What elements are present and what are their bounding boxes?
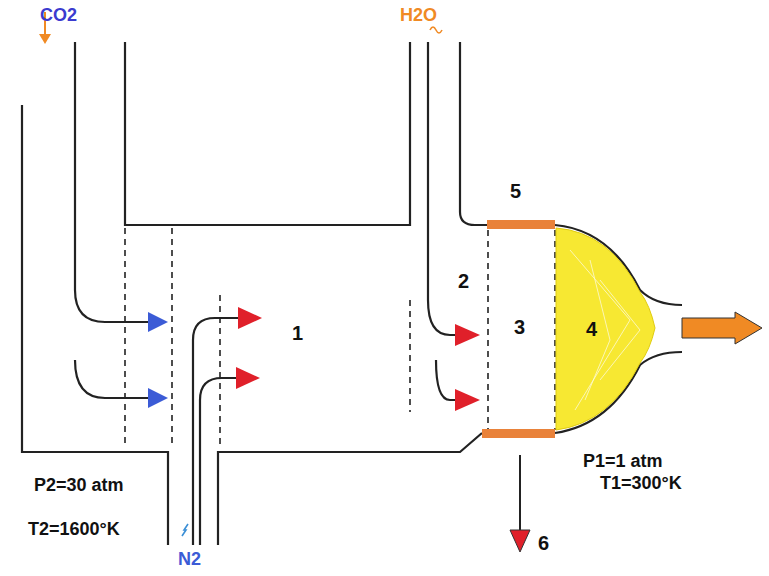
gas-label: N2 (178, 550, 201, 570)
condition-label: P1=1 atm (583, 452, 663, 472)
condition-label: P2=30 atm (34, 476, 124, 496)
callout-number: 2 (458, 270, 469, 292)
gas-label: H2O (400, 6, 437, 26)
condition-label: T1=300°K (600, 474, 682, 494)
condition-label: T2=1600°K (28, 520, 120, 540)
callout-number: 3 (514, 316, 525, 338)
callout-number: 5 (510, 180, 521, 202)
gas-label: CO2 (40, 6, 77, 26)
callout-number: 4 (586, 318, 597, 340)
callout-number: 1 (292, 322, 303, 344)
callout-number: 6 (538, 532, 549, 554)
